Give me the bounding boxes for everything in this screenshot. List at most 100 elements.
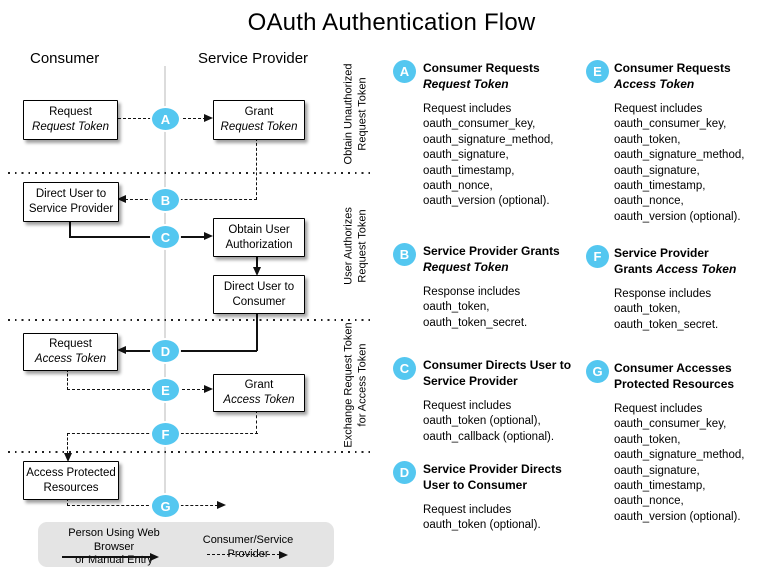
step-c-body: Request includes oauth_token (optional),… bbox=[423, 400, 555, 443]
legend-solid-arrow-head bbox=[150, 552, 159, 561]
arrow-d-head bbox=[117, 346, 126, 354]
phase-separator-2 bbox=[8, 319, 374, 321]
phase-separator-1 bbox=[8, 172, 374, 174]
flow-marker-b: B bbox=[152, 189, 179, 211]
step-b-badge-label: B bbox=[399, 247, 410, 262]
arrow-auth-head bbox=[252, 267, 261, 276]
flow-marker-c: C bbox=[152, 226, 179, 248]
box-label: Request bbox=[49, 338, 92, 351]
arrow-f-line-vertical-right bbox=[256, 410, 257, 434]
arrow-b-line bbox=[125, 199, 257, 200]
flow-marker-e-label: E bbox=[161, 382, 170, 398]
flow-marker-c-label: C bbox=[160, 229, 171, 245]
arrow-c-line bbox=[69, 236, 205, 238]
box-grant-access-token: Grant Access Token bbox=[213, 374, 305, 412]
box-label: Request bbox=[49, 106, 92, 119]
column-header-service-provider: Service Provider bbox=[198, 50, 309, 67]
box-access-protected-resources: Access Protected Resources bbox=[23, 461, 119, 500]
flow-marker-f-label: F bbox=[161, 426, 170, 442]
step-g-body: Request includes oauth_consumer_key, oau… bbox=[614, 403, 745, 523]
box-label: Authorization bbox=[225, 238, 293, 251]
arrow-a-head bbox=[204, 114, 213, 122]
arrow-g-line bbox=[67, 505, 218, 506]
step-a-badge-label: A bbox=[399, 64, 410, 79]
flow-marker-d: D bbox=[152, 340, 179, 362]
step-d-badge-label: D bbox=[399, 465, 410, 480]
step-f-body: Response includes oauth_token, oauth_tok… bbox=[614, 288, 719, 331]
column-header-consumer: Consumer bbox=[30, 50, 100, 67]
box-label: Direct User to bbox=[35, 188, 107, 201]
box-label-token: Access Token bbox=[223, 394, 295, 406]
flow-marker-b-label: B bbox=[160, 192, 171, 208]
box-label: Service Provider bbox=[28, 203, 114, 215]
legend-solid-arrow-line bbox=[62, 556, 151, 558]
box-label: Direct User to bbox=[223, 280, 295, 293]
box-grant-request-token: Grant Request Token bbox=[213, 100, 305, 140]
arrow-d-line-vertical bbox=[256, 312, 258, 351]
arrow-g-head bbox=[217, 501, 226, 509]
step-e-body: Request includes oauth_consumer_key, oau… bbox=[614, 103, 745, 223]
flow-marker-g: G bbox=[152, 495, 179, 517]
box-label: Resources bbox=[43, 481, 99, 494]
arrow-auth-line bbox=[256, 255, 258, 268]
box-label: Consumer bbox=[232, 295, 286, 308]
page-title: OAuth Authentication Flow bbox=[247, 9, 536, 36]
arrow-f-head bbox=[63, 453, 72, 462]
step-f-badge: F bbox=[586, 245, 609, 268]
arrow-b-head bbox=[117, 195, 126, 203]
legend-box bbox=[38, 522, 334, 567]
box-label: Access Protected bbox=[26, 466, 116, 479]
arrow-b-line-vertical bbox=[256, 138, 257, 200]
phase-label-exchange-token: Exchange Request Token for Access Token bbox=[342, 322, 369, 448]
flow-marker-f: F bbox=[152, 423, 179, 445]
arrow-c-line-vertical bbox=[69, 220, 71, 237]
step-e-badge: E bbox=[586, 60, 609, 83]
legend-dashed-arrow-head bbox=[279, 550, 288, 559]
step-a-body: Request includes oauth_consumer_key, oau… bbox=[423, 103, 554, 208]
box-request-access-token: Request Access Token bbox=[23, 333, 118, 371]
arrow-d-line bbox=[125, 350, 257, 352]
box-label: Grant bbox=[244, 106, 274, 119]
flow-marker-e: E bbox=[152, 379, 179, 401]
box-label-token: Request Token bbox=[220, 121, 298, 133]
flow-marker-a-label: A bbox=[160, 111, 171, 127]
box-direct-user-to-consumer: Direct User to Consumer bbox=[213, 275, 305, 314]
arrow-f-line-vertical-left bbox=[67, 433, 68, 454]
step-g-badge-label: G bbox=[592, 364, 603, 379]
arrow-e-head bbox=[204, 385, 213, 393]
flow-marker-a: A bbox=[152, 108, 179, 130]
step-c-badge: C bbox=[393, 357, 416, 380]
phase-label-user-authorizes: User Authorizes Request Token bbox=[342, 207, 369, 285]
step-a-badge: A bbox=[393, 60, 416, 83]
legend-dashed-label: Consumer/Service Provider bbox=[202, 534, 294, 560]
legend-dashed-arrow-line bbox=[207, 554, 280, 555]
center-divider-line bbox=[164, 66, 166, 514]
step-e-badge-label: E bbox=[593, 64, 602, 79]
arrow-e-line bbox=[67, 389, 205, 390]
box-label-token: Request Token bbox=[32, 121, 109, 133]
step-c-badge-label: C bbox=[399, 361, 410, 376]
flow-marker-g-label: G bbox=[160, 498, 171, 514]
step-d-badge: D bbox=[393, 461, 416, 484]
step-f-badge-label: F bbox=[593, 249, 602, 264]
step-d-body: Request includes oauth_token (optional). bbox=[423, 504, 541, 532]
box-direct-user-to-service-provider: Direct User to Service Provider bbox=[23, 182, 119, 222]
step-b-body: Response includes oauth_token, oauth_tok… bbox=[423, 286, 528, 329]
phase-separator-3 bbox=[8, 451, 374, 453]
box-label-token: Access Token bbox=[34, 353, 107, 365]
box-obtain-user-authorization: Obtain User Authorization bbox=[213, 218, 305, 257]
